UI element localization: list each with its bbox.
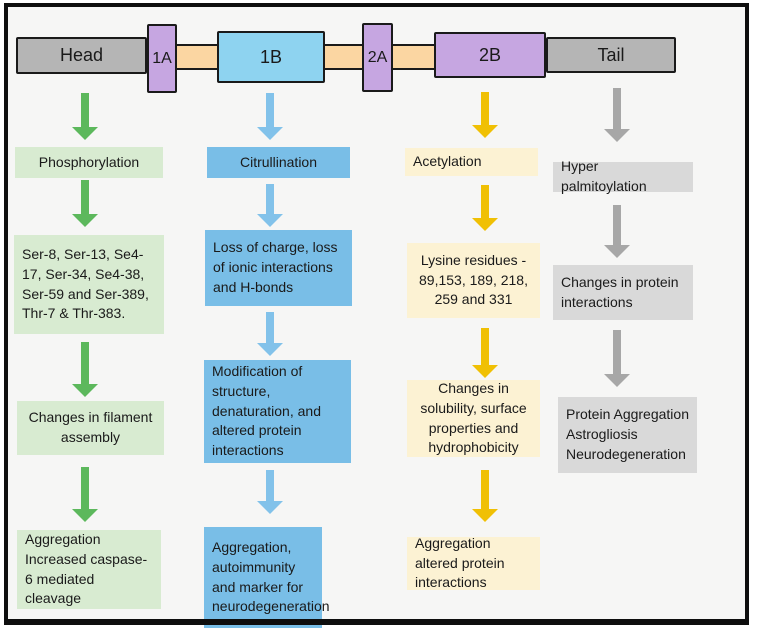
down-arrow-icon	[72, 467, 98, 522]
down-arrow-icon	[257, 470, 283, 514]
box-lysine-residues: Lysine residues - 89,153, 189, 218, 259 …	[407, 243, 540, 318]
domain-head: Head	[16, 37, 147, 74]
down-arrow-icon	[257, 184, 283, 227]
domain-1a: 1A	[147, 24, 177, 93]
down-arrow-icon	[604, 88, 630, 142]
box-acetylation: Acetylation	[405, 148, 538, 176]
box-loss-of-charge: Loss of charge, loss of ionic interactio…	[205, 230, 352, 306]
down-arrow-icon	[604, 330, 630, 387]
down-arrow-icon	[72, 342, 98, 397]
domain-1b: 1B	[217, 31, 325, 83]
down-arrow-icon	[472, 92, 498, 138]
box-neurodegeneration: Protein Aggregation Astrogliosis Neurode…	[558, 397, 697, 473]
down-arrow-icon	[257, 312, 283, 356]
box-citrullination: Citrullination	[207, 147, 350, 178]
down-arrow-icon	[472, 328, 498, 378]
domain-2b: 2B	[434, 32, 546, 78]
down-arrow-icon	[72, 93, 98, 140]
domain-2a: 2A	[362, 23, 393, 92]
box-caspase-cleavage: Aggregation Increased caspase-6 mediated…	[17, 530, 161, 609]
box-filament-assembly: Changes in filament assembly	[17, 401, 164, 455]
domain-tail: Tail	[546, 37, 676, 73]
down-arrow-icon	[472, 470, 498, 522]
box-phosphorylation: Phosphorylation	[15, 147, 163, 178]
down-arrow-icon	[604, 205, 630, 258]
down-arrow-icon	[257, 93, 283, 140]
box-aggregation-altered: Aggregation altered protein interactions	[407, 535, 540, 590]
down-arrow-icon	[72, 180, 98, 227]
down-arrow-icon	[472, 185, 498, 231]
box-protein-interactions: Changes in protein interactions	[553, 265, 693, 320]
box-phosphorylation-sites: Ser-8, Ser-13, Se4-17, Ser-34, Se4-38, S…	[14, 235, 164, 334]
box-solubility-changes: Changes in solubility, surface propertie…	[407, 380, 540, 457]
box-hyper-palmitoylation: Hyper palmitoylation	[553, 158, 693, 194]
box-structure-modification: Modification of structure, denaturation,…	[204, 360, 351, 463]
box-autoimmunity-marker: Aggregation, autoimmunity and marker for…	[204, 527, 330, 628]
